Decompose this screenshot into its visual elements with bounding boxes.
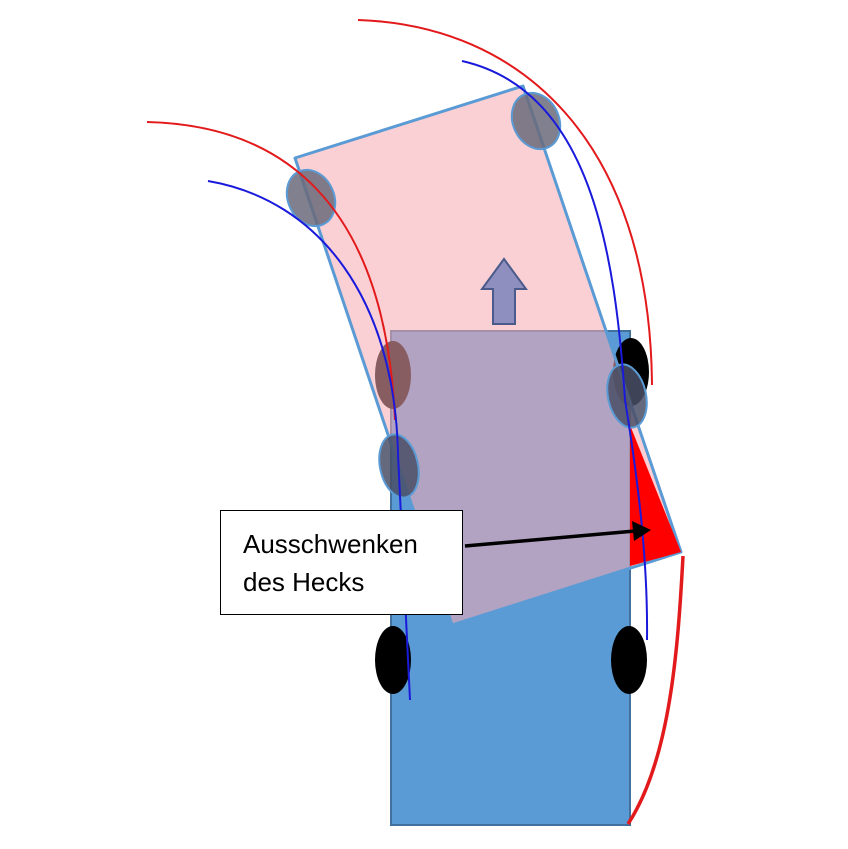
callout-line-1: Ausschwenken (243, 529, 418, 559)
direction-arrow-icon (480, 257, 528, 325)
callout-arrow-line (464, 529, 636, 548)
callout-box: Ausschwenken des Hecks (220, 510, 463, 615)
turned-front-right-wheel (510, 91, 562, 151)
callout-arrowhead-icon (632, 521, 651, 541)
inner-track-right (461, 60, 649, 641)
outer-track-right (357, 19, 653, 386)
rear-left-wheel (375, 626, 411, 694)
turned-rear-right-wheel (606, 363, 648, 429)
rear-swing-track (626, 555, 685, 825)
outer-track-left (146, 121, 396, 421)
rear-right-wheel (611, 626, 647, 694)
callout-line-2: des Hecks (243, 567, 365, 597)
